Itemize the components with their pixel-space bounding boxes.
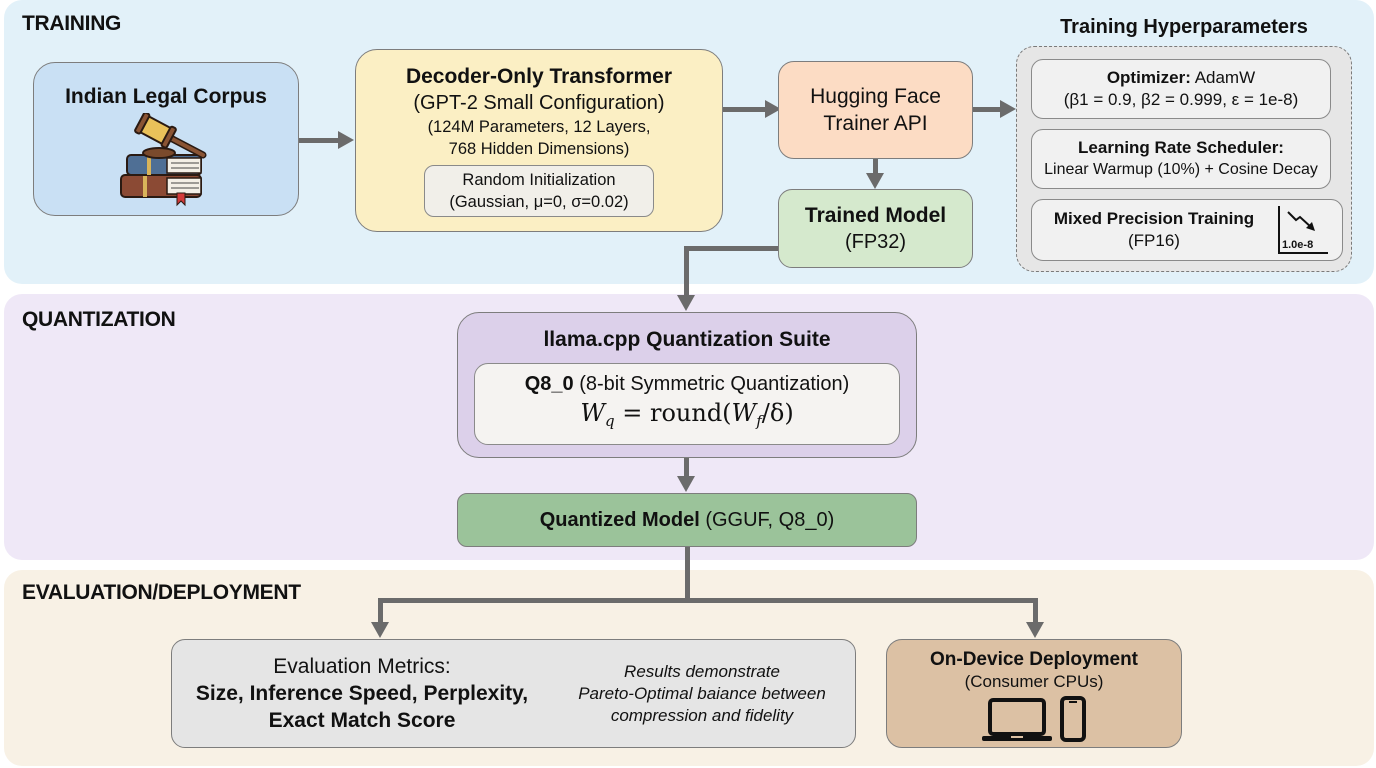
init-title: Random Initialization — [462, 171, 616, 189]
evaluation-node[interactable]: Evaluation Metrics: Size, Inference Spee… — [171, 639, 856, 748]
arrow-head — [371, 622, 389, 638]
optimizer-params: (β1 = 0.9, β2 = 0.999, ε = 1e-8) — [1063, 90, 1299, 109]
arrow-head — [1026, 622, 1044, 638]
device-icons — [982, 696, 1086, 742]
transformer-details-2: 768 Hidden Dimensions) — [448, 140, 630, 158]
scheduler-label: Learning Rate Scheduler: — [1078, 138, 1284, 157]
results-line3: compression and fidelity — [610, 705, 794, 725]
arrow-head — [677, 476, 695, 492]
precision-value: (FP16) — [1128, 231, 1180, 250]
evaluation-metrics: Evaluation Metrics: Size, Inference Spee… — [172, 653, 552, 734]
quantization-section-title: QUANTIZATION — [22, 308, 176, 331]
hyperparameters-panel: Optimizer: AdamW (β1 = 0.9, β2 = 0.999, … — [1016, 46, 1352, 272]
evaluation-section-title: EVALUATION/DEPLOYMENT — [22, 581, 301, 604]
connector-trained-quant-vertical — [684, 246, 689, 296]
training-section-title: TRAINING — [22, 12, 122, 35]
formula-div: /δ) — [761, 399, 794, 427]
hyperparameters-title: Training Hyperparameters — [1060, 16, 1308, 38]
decay-label: 1.0e-8 — [1282, 239, 1314, 251]
formula-lhs: W — [580, 399, 605, 427]
quant-suite-title: llama.cpp Quantization Suite — [543, 328, 831, 351]
results-line2: Pareto-Optimal baiance between — [578, 683, 826, 703]
connector-corpus-transformer — [299, 138, 339, 143]
quant-method-desc: (8-bit Symmetric Quantization) — [579, 373, 850, 395]
deployment-subtitle: (Consumer CPUs) — [964, 672, 1104, 691]
quant-suite-node[interactable]: llama.cpp Quantization Suite Q8_0 (8-bit… — [457, 312, 917, 458]
evaluation-metrics-line2: Exact Match Score — [268, 709, 456, 732]
quant-formula: Wq = round(Wf/δ) — [580, 397, 793, 437]
corpus-title: Indian Legal Corpus — [65, 85, 267, 108]
precision-box[interactable]: Mixed Precision Training (FP16) 1.0e-8 — [1031, 199, 1343, 261]
formula-arg-sub: f — [756, 412, 762, 430]
arrow-head — [1000, 100, 1016, 118]
formula-fn: round( — [649, 399, 732, 427]
transformer-details-1: (124M Parameters, 12 Layers, — [427, 118, 651, 136]
optimizer-label: Optimizer: — [1106, 68, 1191, 87]
arrow-head — [866, 173, 884, 189]
trained-model-precision: (FP32) — [844, 230, 907, 253]
connector-to-evaluation — [378, 598, 383, 624]
transformer-subtitle: (GPT-2 Small Configuration) — [413, 92, 665, 114]
decay-arrow-icon — [1287, 211, 1315, 231]
transformer-title: Decoder-Only Transformer — [405, 65, 673, 88]
init-subbox: Random Initialization (Gaussian, μ=0, σ=… — [424, 165, 654, 217]
trained-model-title: Trained Model — [804, 203, 947, 227]
deployment-title: On-Device Deployment — [930, 649, 1138, 670]
quant-method-subbox: Q8_0 (8-bit Symmetric Quantization) Wq =… — [474, 363, 900, 445]
trainer-line2: Trainer API — [823, 112, 928, 135]
connector-horizontal-split — [378, 598, 1038, 603]
quant-method-code: Q8_0 — [524, 373, 574, 395]
init-params: (Gaussian, μ=0, σ=0.02) — [449, 193, 629, 211]
connector-trainer-trained — [873, 159, 878, 175]
trainer-line1: Hugging Face — [810, 85, 941, 108]
connector-transformer-trainer — [723, 107, 767, 112]
connector-quant-quantized — [684, 458, 689, 478]
scheduler-box[interactable]: Learning Rate Scheduler: Linear Warmup (… — [1031, 129, 1331, 189]
connector-trained-quant — [684, 246, 778, 251]
connector-quantized-split — [685, 547, 690, 601]
evaluation-results: Results demonstrate Pareto-Optimal baian… — [552, 661, 852, 727]
corpus-node[interactable]: Indian Legal Corpus — [33, 62, 299, 216]
precision-label: Mixed Precision Training — [1053, 209, 1255, 228]
evaluation-metrics-line1: Size, Inference Speed, Perplexity, — [195, 682, 529, 705]
formula-lhs-sub: q — [604, 412, 615, 430]
formula-eq: = — [622, 399, 643, 427]
connector-trainer-hyperparameters — [973, 107, 1003, 112]
formula-arg: W — [731, 399, 757, 427]
trained-model-node[interactable]: Trained Model (FP32) — [778, 189, 973, 268]
quantized-model-detail: (GGUF, Q8_0) — [705, 508, 835, 531]
lr-decay-icon: 1.0e-8 — [1278, 206, 1328, 254]
connector-to-deployment — [1033, 598, 1038, 624]
gavel-books-icon — [120, 113, 207, 207]
arrow-head — [338, 131, 354, 149]
quantized-model-node[interactable]: Quantized Model (GGUF, Q8_0) — [457, 493, 917, 547]
laptop-icon — [982, 698, 1052, 741]
deployment-node[interactable]: On-Device Deployment (Consumer CPUs) — [886, 639, 1182, 748]
trainer-node[interactable]: Hugging Face Trainer API — [778, 61, 973, 159]
evaluation-heading: Evaluation Metrics: — [273, 655, 451, 678]
results-line1: Results demonstrate — [624, 661, 780, 681]
quantized-model-title: Quantized Model — [539, 508, 700, 531]
optimizer-box[interactable]: Optimizer: AdamW (β1 = 0.9, β2 = 0.999, … — [1031, 59, 1331, 119]
arrow-head — [677, 295, 695, 311]
transformer-node[interactable]: Decoder-Only Transformer (GPT-2 Small Co… — [355, 49, 723, 232]
smartphone-icon — [1060, 696, 1086, 742]
scheduler-value: Linear Warmup (10%) + Cosine Decay — [1044, 161, 1318, 178]
optimizer-value: AdamW — [1194, 68, 1256, 87]
arrow-head — [765, 100, 781, 118]
